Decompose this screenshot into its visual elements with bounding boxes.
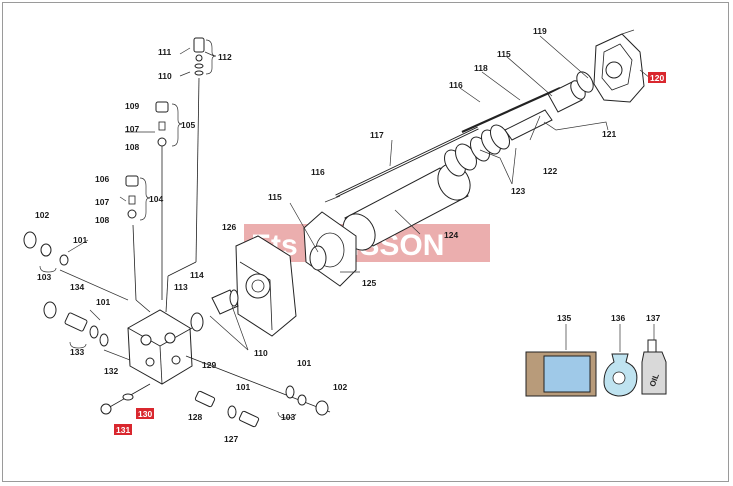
label-110-top: 110 [158, 71, 172, 81]
label-135: 135 [557, 313, 571, 323]
label-101-low: 101 [236, 382, 250, 392]
label-124: 124 [444, 230, 458, 240]
label-121: 121 [602, 129, 616, 139]
part-126-end-block [235, 235, 297, 337]
diagram-frame [2, 2, 729, 482]
label-113: 113 [174, 282, 188, 292]
label-117: 117 [370, 130, 384, 140]
label-115-right: 115 [497, 49, 511, 59]
label-131: 131 [116, 425, 130, 435]
part-135-tank [525, 324, 597, 397]
label-136: 136 [611, 313, 625, 323]
label-129: 129 [202, 360, 216, 370]
part-112-top-fitting [193, 37, 205, 76]
part-113-o-ring [190, 312, 204, 332]
label-120-bg [648, 72, 666, 83]
part-132-pump-body [127, 309, 193, 385]
label-101-mid: 101 [96, 297, 110, 307]
label-126: 126 [222, 222, 236, 232]
label-101-right: 101 [297, 358, 311, 368]
part-labels: 111 112 110 109 105 107 108 106 104 107 … [35, 26, 660, 444]
label-114: 114 [190, 270, 204, 280]
label-128: 128 [188, 412, 202, 422]
label-115-left: 115 [268, 192, 282, 202]
label-118: 118 [474, 63, 488, 73]
label-103-right: 103 [281, 412, 295, 422]
part-103-plug-left [23, 231, 129, 301]
part-137-oil-can: OIL [641, 324, 667, 395]
label-109: 109 [125, 101, 139, 111]
label-112: 112 [218, 52, 232, 62]
label-127: 127 [224, 434, 238, 444]
label-120: 120 [650, 73, 664, 83]
highlighted-labels: 120 130 131 [114, 72, 666, 435]
part-131-bolt [100, 383, 151, 415]
label-101-left: 101 [73, 235, 87, 245]
label-102-right: 102 [333, 382, 347, 392]
part-123-piston-seals [444, 109, 553, 177]
label-103-left: 103 [37, 272, 51, 282]
label-107-mid: 107 [95, 197, 109, 207]
part-117-tie-rod [335, 126, 479, 198]
leaders [67, 35, 651, 351]
label-137: 137 [646, 313, 660, 323]
label-105: 105 [181, 120, 195, 130]
label-125: 125 [362, 278, 376, 288]
label-131-bg [114, 424, 132, 435]
part-103-plug-right [285, 385, 329, 416]
oil-can-label: OIL [648, 372, 661, 388]
part-136-bottle [603, 324, 638, 397]
part-133-plunger [43, 301, 131, 361]
part-114-fitting [211, 289, 239, 315]
label-106: 106 [95, 174, 109, 184]
label-107-top: 107 [125, 124, 139, 134]
part-105-valve [155, 101, 169, 147]
tube-lines [132, 77, 200, 313]
part-121-end-cap [593, 29, 645, 103]
label-116-left: 116 [311, 167, 325, 177]
label-133: 133 [70, 347, 84, 357]
label-111: 111 [158, 47, 172, 57]
part-104-valve [125, 175, 139, 219]
label-102-left: 102 [35, 210, 49, 220]
label-130-bg [136, 408, 154, 419]
label-132: 132 [104, 366, 118, 376]
label-122: 122 [543, 166, 557, 176]
label-116-right: 116 [449, 80, 463, 90]
label-110-mid: 110 [254, 348, 268, 358]
label-130: 130 [138, 409, 152, 419]
label-123: 123 [511, 186, 525, 196]
label-119: 119 [533, 26, 547, 36]
label-108-top: 108 [125, 142, 139, 152]
part-119-ring [576, 71, 594, 93]
brackets [39, 39, 297, 419]
part-118-rod [461, 86, 561, 134]
part-128-fitting [185, 355, 331, 428]
label-108-mid: 108 [95, 215, 109, 225]
part-115-o-ring [309, 245, 327, 271]
label-104: 104 [149, 194, 163, 204]
label-134: 134 [70, 282, 84, 292]
